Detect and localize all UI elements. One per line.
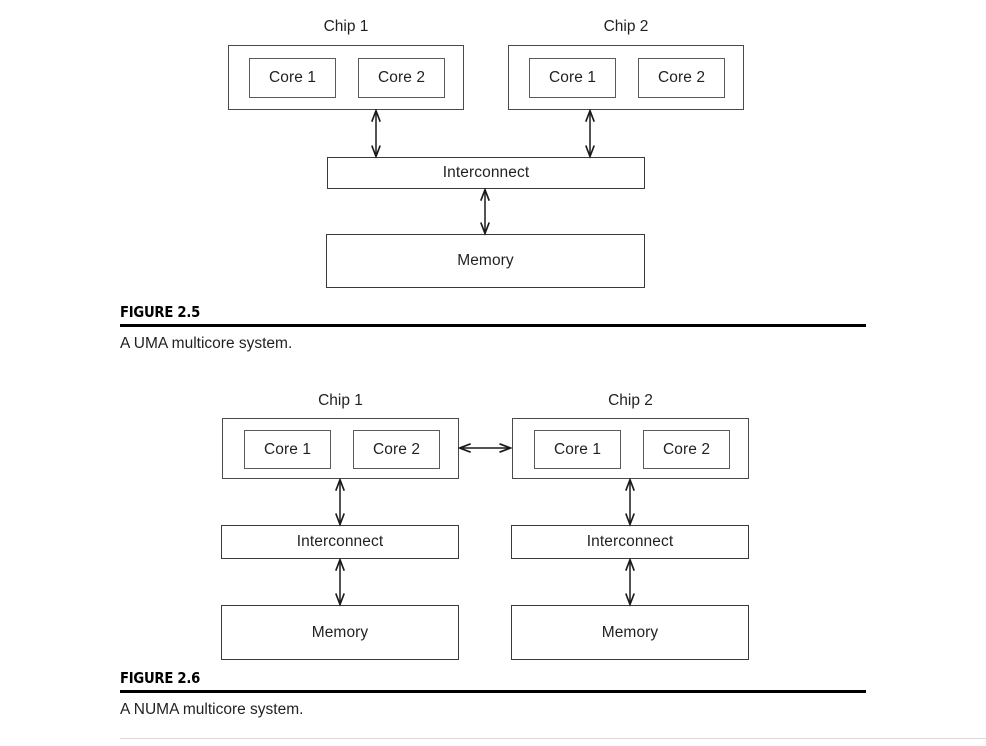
- uma-chip-1-core-1: Core 1: [249, 58, 336, 98]
- figure-2-5-rule: [120, 324, 866, 327]
- numa-interconnect-box-right: Interconnect: [511, 525, 749, 559]
- numa-chip-2-label: Chip 2: [608, 392, 653, 409]
- figure-2-5-caption: A UMA multicore system.: [120, 334, 293, 352]
- figure-2-6-caption-block: FIGURE 2.6 A NUMA multicore system.: [120, 669, 866, 719]
- uma-chip-2-core-2: Core 2: [638, 58, 725, 98]
- numa-chip-2-box: Core 1 Core 2: [512, 418, 749, 479]
- numa-chip-2-core-2: Core 2: [643, 430, 730, 469]
- figure-2-6-title: FIGURE 2.6: [120, 669, 201, 687]
- numa-interconnect-box-left: Interconnect: [221, 525, 459, 559]
- numa-chip-1-label: Chip 1: [318, 392, 363, 409]
- figure-2-6-caption: A NUMA multicore system.: [120, 700, 304, 718]
- numa-chip-1-core-2: Core 2: [353, 430, 440, 469]
- uma-chip-1-label: Chip 1: [323, 18, 369, 35]
- uma-interconnect-box: Interconnect: [327, 157, 645, 189]
- uma-chip-2-label: Chip 2: [603, 18, 649, 35]
- uma-chip-1-box: Core 1 Core 2: [228, 45, 464, 110]
- figure-2-5-title: FIGURE 2.5: [120, 303, 201, 321]
- figure-2-6-rule: [120, 690, 866, 693]
- numa-chip-1-box: Core 1 Core 2: [222, 418, 459, 479]
- uma-memory-box: Memory: [326, 234, 645, 288]
- uma-chip-1-core-2: Core 2: [358, 58, 445, 98]
- numa-chip-2-core-1: Core 1: [534, 430, 621, 469]
- page-bottom-rule: [120, 738, 986, 739]
- uma-chip-2-box: Core 1 Core 2: [508, 45, 744, 110]
- uma-chip-2-core-1: Core 1: [529, 58, 616, 98]
- numa-chip-1-core-1: Core 1: [244, 430, 331, 469]
- figure-2-5-caption-block: FIGURE 2.5 A UMA multicore system.: [120, 303, 866, 353]
- numa-memory-box-right: Memory: [511, 605, 749, 660]
- numa-memory-box-left: Memory: [221, 605, 459, 660]
